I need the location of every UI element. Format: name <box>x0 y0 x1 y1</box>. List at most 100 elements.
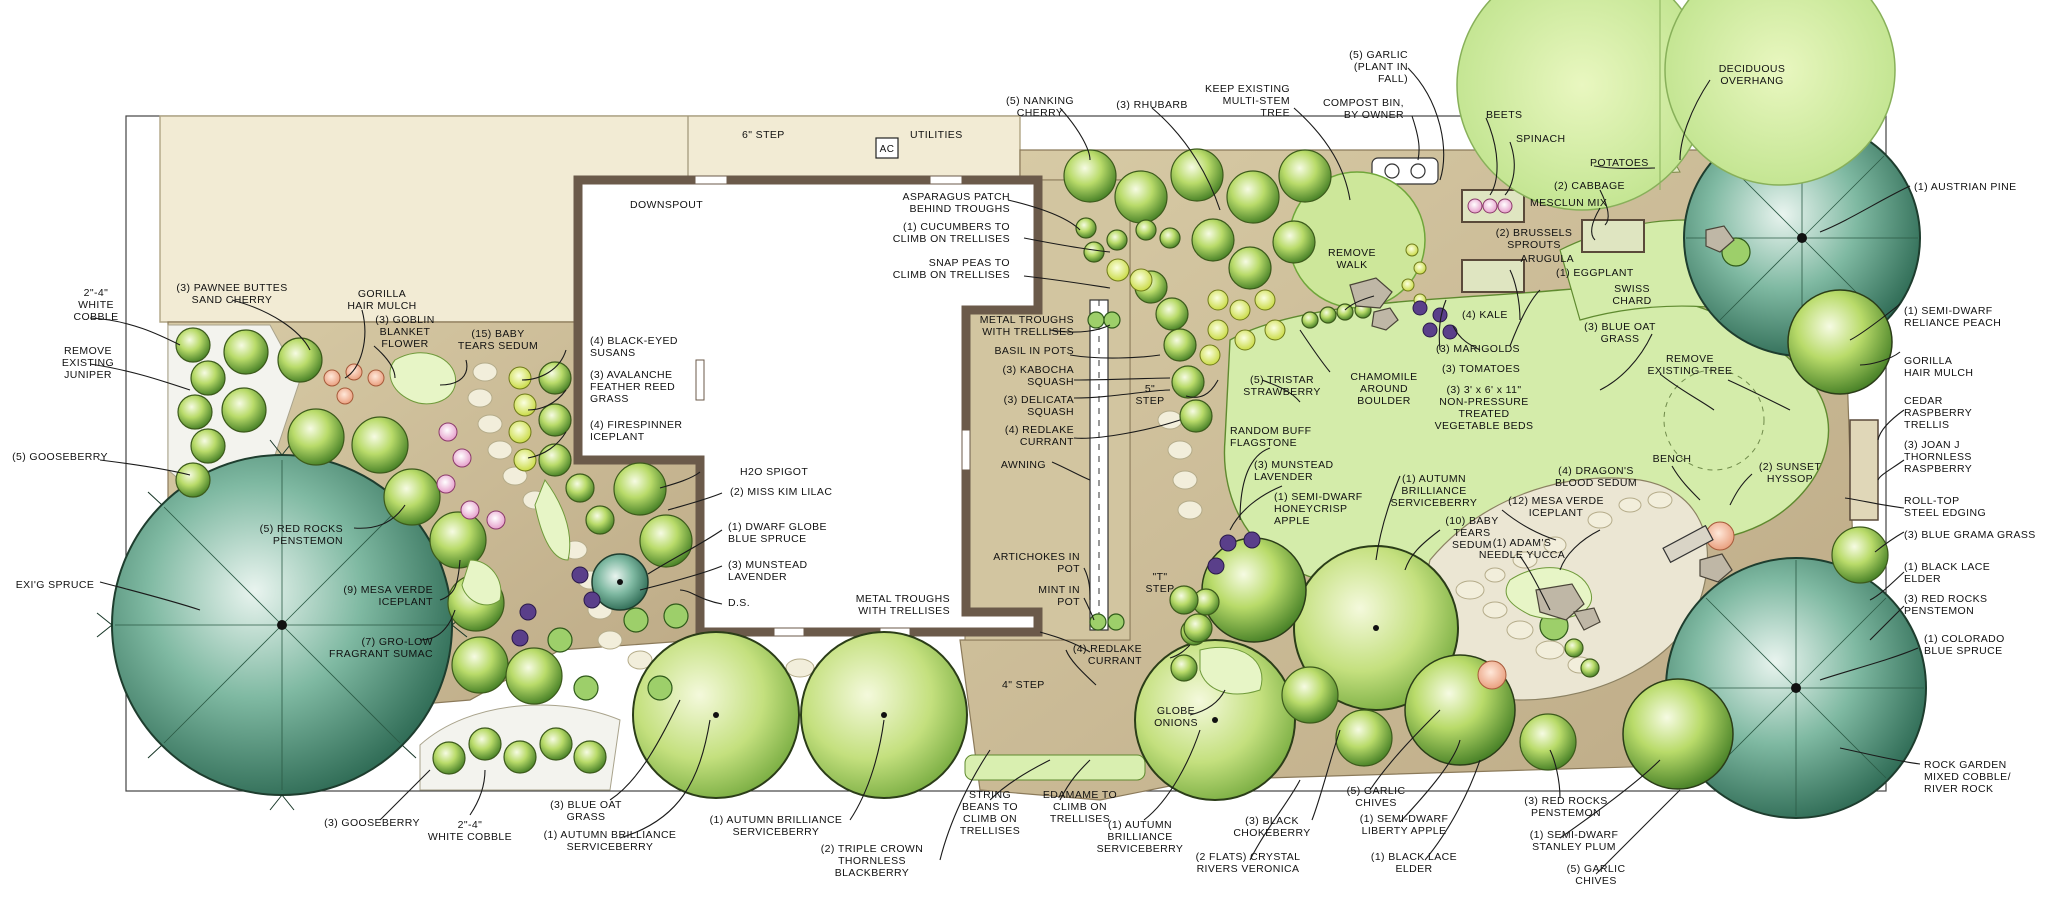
label-four-step: 4" STEP <box>1002 679 1045 691</box>
ornamental-grasses <box>547 237 1751 701</box>
label-spinach: SPINACH <box>1516 133 1565 145</box>
label-mesclun-mix: MESCLUN MIX <box>1530 197 1607 209</box>
label-arugula: ARUGULA <box>1520 253 1574 265</box>
label-gooseberry-bottom: (3) GOOSEBERRY <box>324 817 420 829</box>
label-compost-bin: COMPOST BIN,BY OWNER <box>1323 97 1404 121</box>
metal-troughs <box>1089 299 1109 631</box>
label-beets: BEETS <box>1486 109 1522 121</box>
remove-existing-tree <box>1663 369 1765 471</box>
dwarf-globe-spruce <box>591 553 649 611</box>
label-t-step: "T"STEP <box>1145 571 1174 595</box>
label-tomatoes: (3) TOMATOES <box>1442 363 1520 375</box>
label-rhubarb: (3) RHUBARB <box>1116 99 1188 111</box>
label-existing-spruce: EXI'G SPRUCE <box>16 579 95 591</box>
label-h2o-spigot: H2O SPIGOT <box>740 466 808 478</box>
pink-flowers <box>436 198 1513 530</box>
label-five-step: 5"STEP <box>1135 383 1164 407</box>
deciduous-overhang <box>1456 0 1896 211</box>
label-six-step: 6" STEP <box>742 129 785 141</box>
label-gooseberry-left: (5) GOOSEBERRY <box>12 451 108 463</box>
flagstones-right <box>1455 491 1673 674</box>
label-miss-kim-lilac: (2) MISS KIM LILAC <box>730 486 832 498</box>
ac-unit <box>875 137 899 159</box>
label-marigolds: (3) MARIGOLDS <box>1436 343 1520 355</box>
label-utilities: UTILITIES <box>910 129 963 141</box>
bench <box>1662 524 1714 564</box>
cedar-trellis <box>1849 419 1879 521</box>
label-basil: BASIL IN POTS <box>995 345 1075 357</box>
south-garden-strip <box>964 754 1146 781</box>
label-cabbage: (2) CABBAGE <box>1554 180 1625 192</box>
label-eggplant: (1) EGGPLANT <box>1556 267 1634 279</box>
label-awning: AWNING <box>1001 459 1046 471</box>
label-ds: D.S. <box>728 597 750 609</box>
medium-shrubs <box>175 148 1889 775</box>
label-blue-grama: (3) BLUE GRAMA GRASS <box>1904 529 2036 541</box>
